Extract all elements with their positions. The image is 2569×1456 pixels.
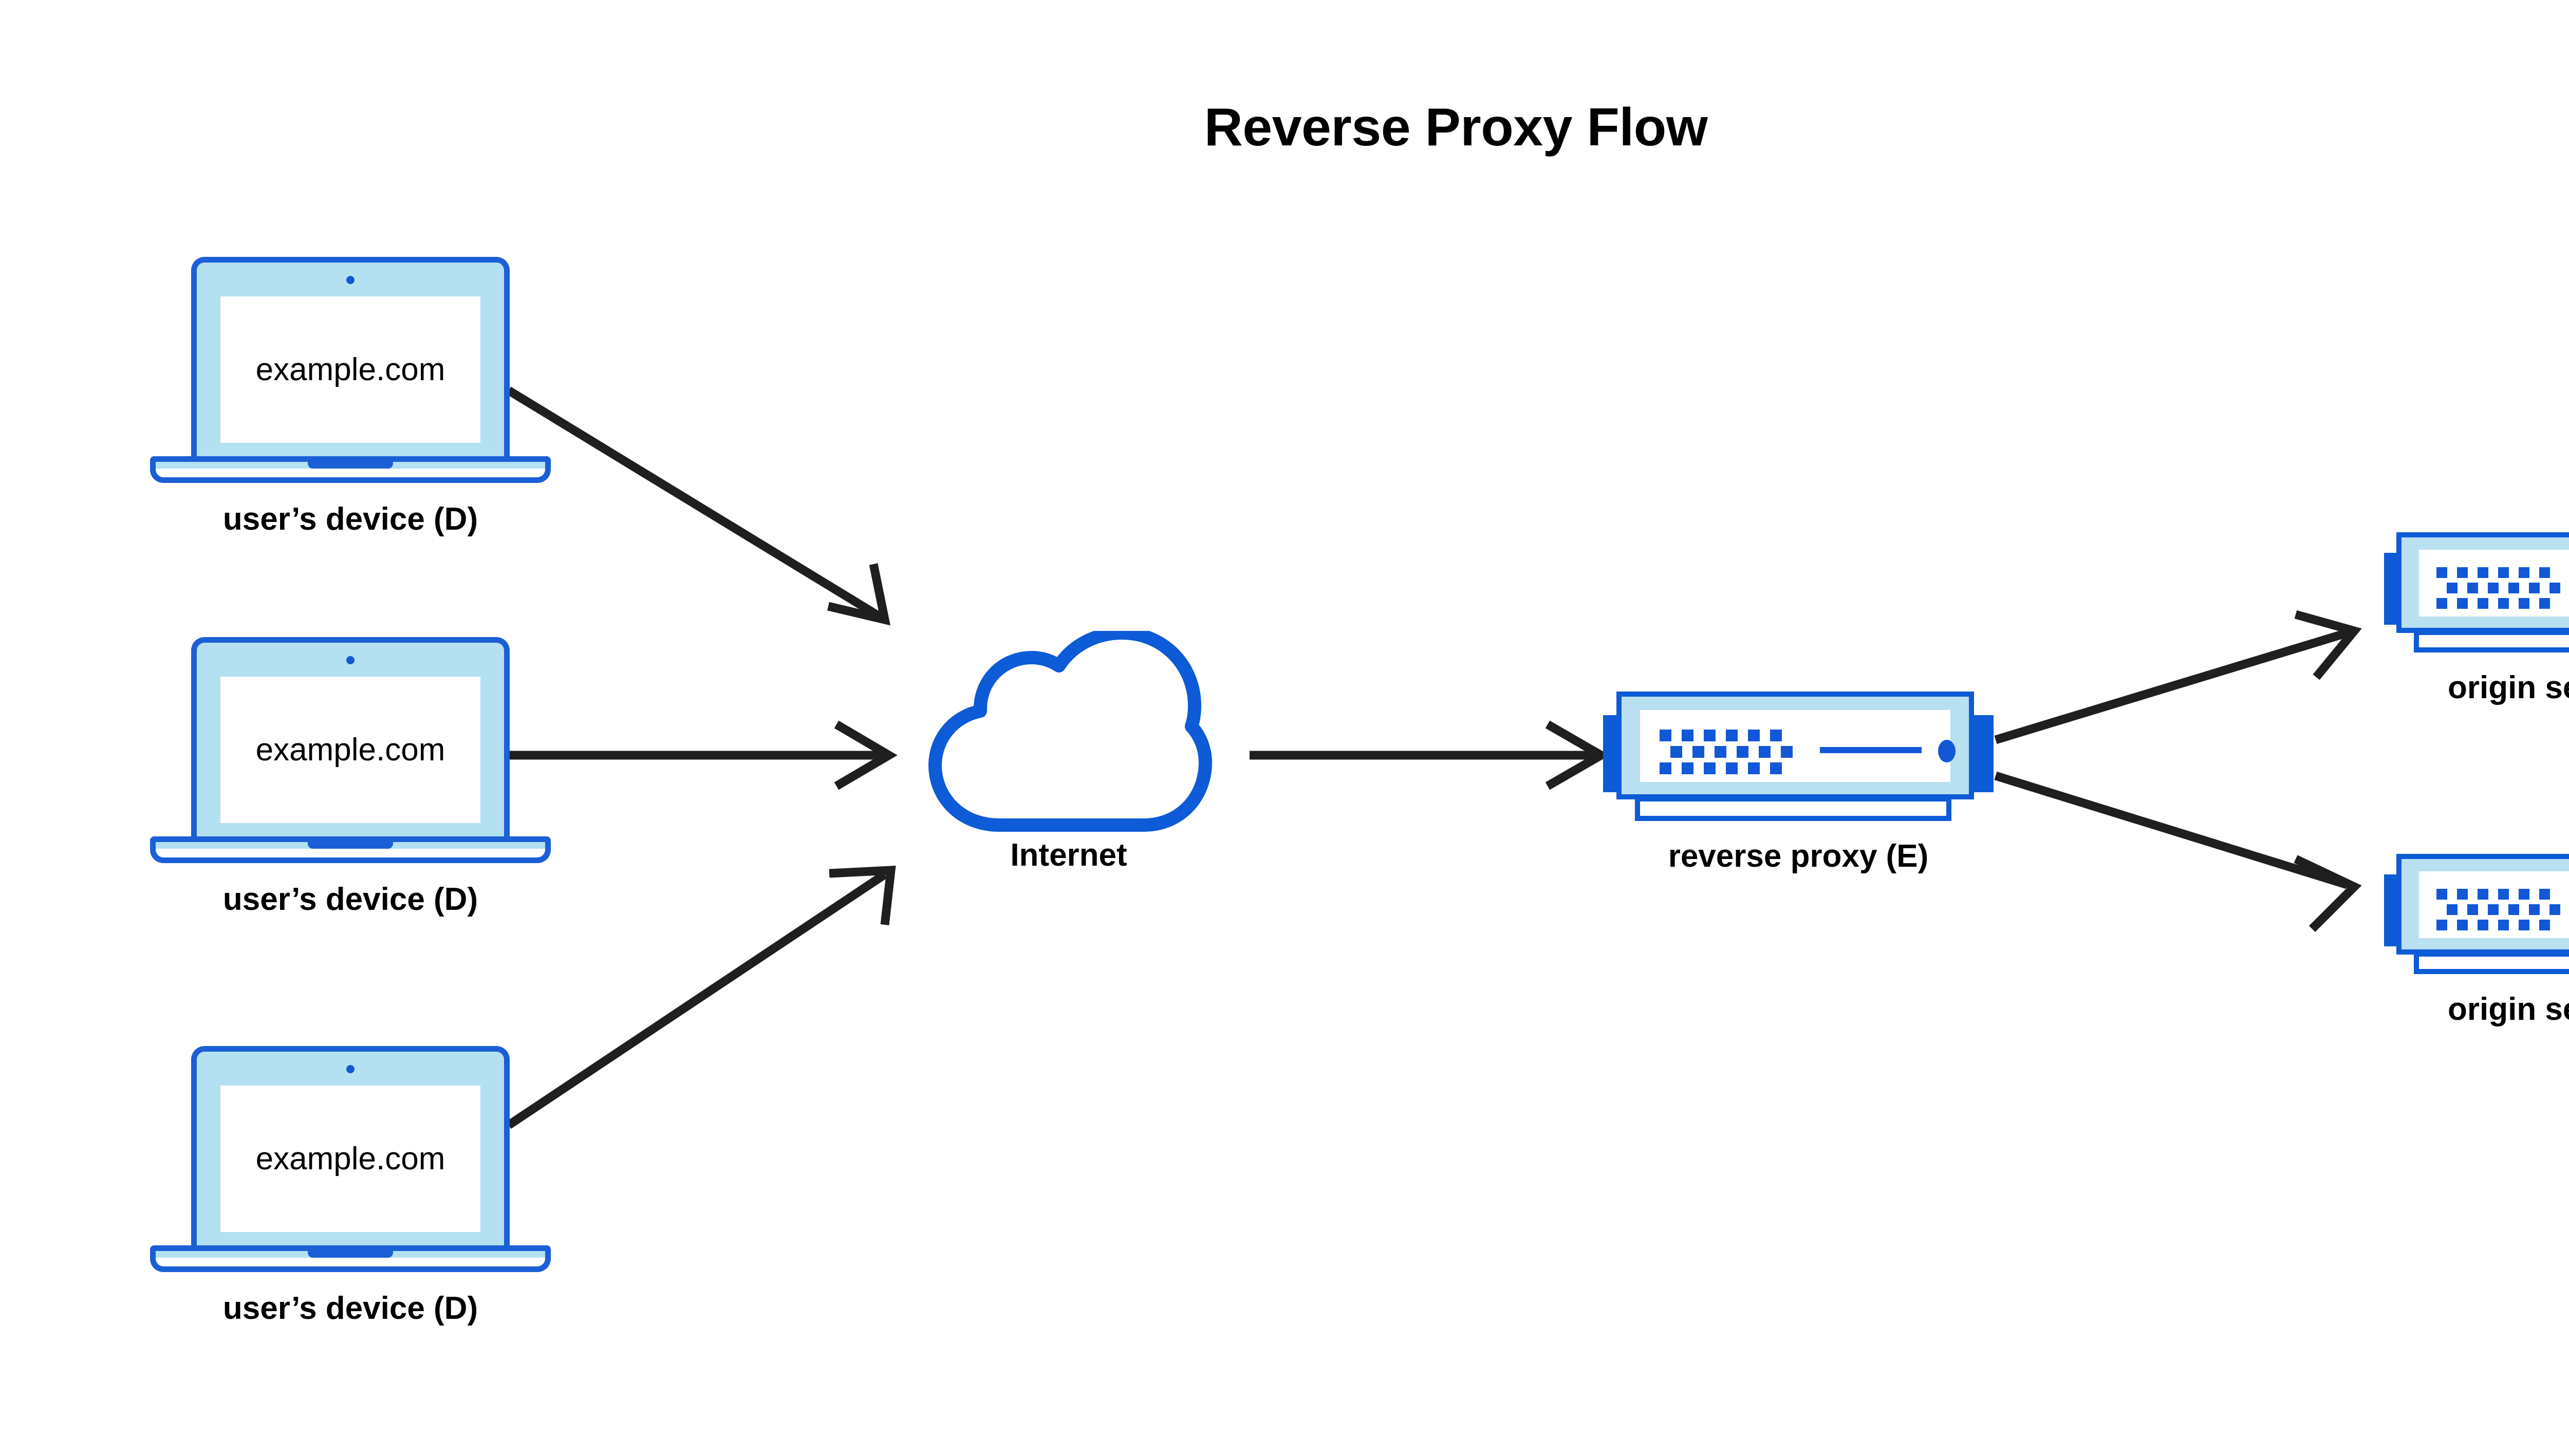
laptop-icon: example.com — [150, 257, 551, 483]
webcam-icon — [346, 656, 355, 664]
node-label-client-bottom: user’s device (D) — [222, 1291, 478, 1326]
node-label-origin-top: origin server (F) — [2448, 670, 2569, 705]
browser-url-text: example.com — [255, 351, 445, 387]
node-internet[interactable]: Internet — [920, 631, 1218, 871]
server-faceplate — [1640, 710, 1956, 782]
laptop-base — [150, 836, 551, 863]
laptop-lid: example.com — [191, 257, 510, 457]
webcam-icon — [346, 1065, 355, 1073]
server-icon — [1603, 692, 1994, 835]
laptop-icon: example.com — [150, 637, 551, 863]
edge-client-middle-to-internet — [509, 720, 898, 790]
laptop-screen: example.com — [220, 296, 480, 443]
laptop-lid: example.com — [191, 1046, 510, 1246]
server-power-led — [1938, 740, 1956, 762]
node-origin-bottom[interactable]: origin server (F) — [2384, 854, 2569, 1025]
laptop-base-highlight — [156, 1258, 545, 1266]
server-led-grid — [1660, 730, 1793, 774]
laptop-notch — [308, 841, 393, 849]
browser-url-text: example.com — [255, 732, 445, 768]
cloud-icon — [928, 631, 1212, 832]
node-label-internet: Internet — [1010, 837, 1127, 873]
laptop-base-highlight — [156, 469, 545, 477]
node-label-reverse-proxy: reverse proxy (E) — [1668, 838, 1929, 874]
server-led-grid — [2436, 567, 2560, 609]
server-chassis — [2396, 532, 2569, 633]
server-chassis — [1616, 692, 1974, 799]
webcam-icon — [346, 276, 355, 284]
node-client-bottom[interactable]: example.com user’s device (D) — [150, 1046, 551, 1324]
node-origin-top[interactable]: origin server (F) — [2384, 532, 2569, 704]
laptop-base-highlight — [156, 849, 545, 857]
edge-client-top-to-internet — [506, 386, 890, 626]
edge-client-bottom-to-internet — [506, 866, 896, 1129]
node-label-origin-bottom: origin server (F) — [2448, 992, 2569, 1027]
browser-url-text: example.com — [255, 1141, 445, 1177]
node-label-client-middle: user’s device (D) — [222, 882, 478, 917]
server-base — [2414, 630, 2569, 652]
laptop-base — [150, 1245, 551, 1272]
server-icon — [2384, 854, 2569, 987]
node-client-middle[interactable]: example.com user’s device (D) — [150, 637, 551, 916]
server-status-bar — [1820, 747, 1922, 753]
edge-proxy-to-origin-bottom — [1994, 771, 2362, 932]
server-base — [1635, 796, 1951, 821]
laptop-notch — [308, 1249, 393, 1258]
laptop-icon: example.com — [150, 1046, 551, 1272]
edge-internet-to-proxy — [1250, 720, 1610, 790]
node-label-client-top: user’s device (D) — [222, 501, 478, 537]
node-client-top[interactable]: example.com user’s device (D) — [150, 257, 551, 535]
laptop-notch — [308, 460, 393, 469]
page-title: Reverse Proxy Flow — [1204, 98, 1708, 157]
laptop-screen: example.com — [220, 677, 480, 823]
laptop-base — [150, 456, 551, 483]
server-icon — [2384, 532, 2569, 666]
server-base — [2414, 951, 2569, 974]
server-led-grid — [2436, 889, 2560, 930]
edge-proxy-to-origin-top — [1994, 610, 2362, 744]
server-chassis — [2396, 854, 2569, 955]
laptop-screen: example.com — [220, 1086, 480, 1232]
server-faceplate — [2419, 871, 2569, 938]
laptop-lid: example.com — [191, 637, 510, 837]
node-reverse-proxy[interactable]: reverse proxy (E) — [1603, 692, 1994, 872]
server-faceplate — [2419, 550, 2569, 617]
